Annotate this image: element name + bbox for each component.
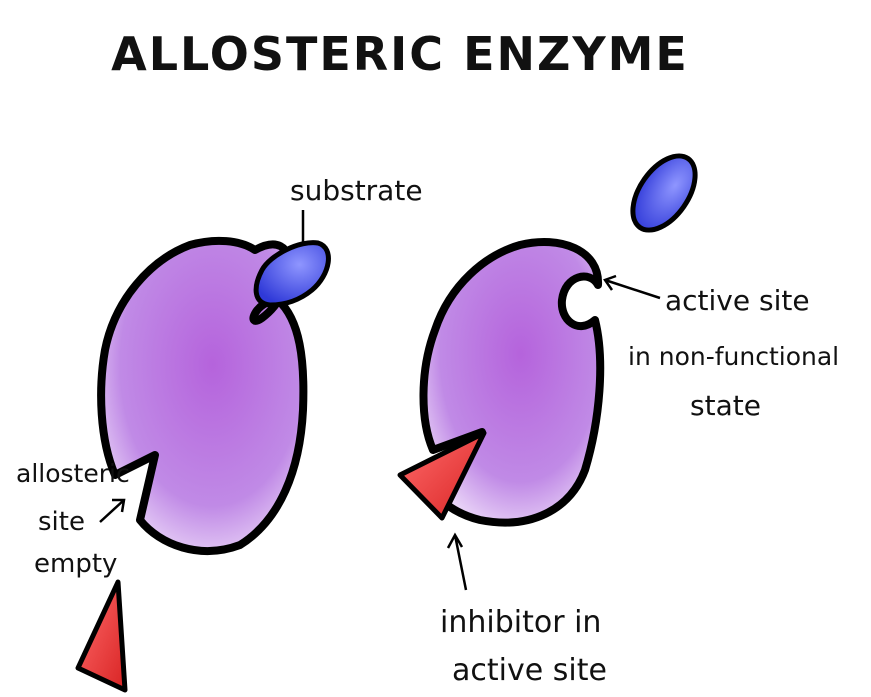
free-substrate-shape xyxy=(620,145,707,241)
allosteric-site-label-2: site xyxy=(38,507,85,537)
allosteric-site-label-1: allosteric xyxy=(16,459,130,488)
active-site-label-1: active site xyxy=(665,284,810,317)
inhibitor-label-2: active site xyxy=(452,653,607,688)
active-site-label-2: in non-functional xyxy=(628,342,839,371)
allosteric-site-pointer xyxy=(100,500,124,522)
active-site-label-3: state xyxy=(690,389,761,422)
active-site-pointer xyxy=(605,276,660,298)
inhibitor-pointer xyxy=(448,535,466,590)
left-enzyme xyxy=(101,241,328,551)
inhibitor-label-1: inhibitor in xyxy=(440,605,601,640)
right-enzyme xyxy=(400,242,600,523)
free-inhibitor-triangle xyxy=(78,582,125,690)
allosteric-site-label-3: empty xyxy=(34,549,117,579)
diagram-title: ALLOSTERIC ENZYME xyxy=(111,27,689,81)
substrate-label: substrate xyxy=(290,174,423,207)
